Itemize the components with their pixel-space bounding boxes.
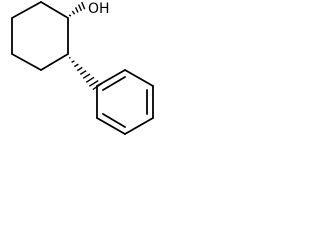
cyclohexane-ring: [11, 1, 69, 71]
hashed-wedge-bond-to-phenyl: [68, 56, 103, 91]
benzene-bond-1: [96, 69, 126, 87]
ring-bond-c4-c5: [11, 53, 42, 71]
benzene-bond-5: [96, 117, 126, 135]
benzene-bond-2: [124, 69, 154, 87]
benzene-ring: [96, 69, 154, 135]
hydroxyl-label: OH: [88, 1, 110, 17]
benzene-inner-double-bond-1: [102, 76, 126, 91]
benzene-bond-4: [124, 117, 154, 135]
ring-bond-c1-c2: [40, 1, 69, 19]
hashed-wedge-bond-to-oh: [68, 1, 86, 17]
ring-bond-c5-c6: [40, 53, 69, 71]
ring-bond-c2-c3: [11, 1, 42, 19]
molecule-structure: OH: [11, 1, 154, 135]
benzene-inner-double-bond-3: [102, 113, 126, 128]
